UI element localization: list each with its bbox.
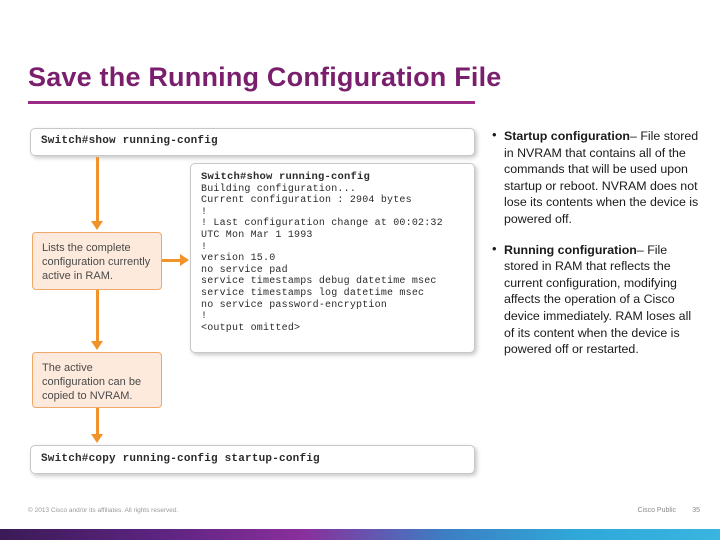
cli-output-line: ! <box>201 206 208 218</box>
cli-command-text: Switch#copy running-config startup-confi… <box>41 453 320 465</box>
arrow-head-callout1-to-output <box>180 254 189 266</box>
arrow-shaft-callout1-to-callout2 <box>96 290 99 341</box>
footer-label: Cisco Public <box>637 507 676 514</box>
bullet-dash: – <box>629 129 637 143</box>
cli-output-line: Building configuration... <box>201 183 357 195</box>
arrow-shaft-top-to-callout1 <box>96 157 99 221</box>
callout-copy-to-nvram: The active configuration can be copied t… <box>32 352 162 408</box>
cli-output-line: ! <box>201 241 208 253</box>
footer-copyright: © 2013 Cisco and/or its affiliates. All … <box>28 507 179 514</box>
cli-output-title: Switch#show running-config <box>201 171 371 183</box>
title-underline <box>28 101 475 104</box>
arrow-shaft-callout2-to-bottom <box>96 408 99 434</box>
cli-output-line: <output omitted> <box>201 322 301 334</box>
cli-command-box-copy-running-config: Switch#copy running-config startup-confi… <box>30 445 475 474</box>
bullet-term: Running configuration <box>504 242 637 257</box>
bullet-term: Startup configuration <box>504 129 630 143</box>
list-item: Startup configuration– File stored in NV… <box>490 127 704 228</box>
bullet-body: File stored in RAM that reflects the cur… <box>504 242 692 357</box>
bullet-dash: – <box>636 242 644 257</box>
cli-command-box-show-running-config: Switch#show running-config <box>30 128 475 156</box>
cli-output-line: no service password-encryption <box>201 299 388 311</box>
cli-output-line: service timestamps log datetime msec <box>201 287 425 299</box>
arrow-head-callout2-to-bottom <box>91 434 103 443</box>
cli-output-line: version 15.0 <box>201 253 276 265</box>
page-title: Save the Running Configuration File <box>28 62 502 92</box>
footer-gradient-bar <box>0 529 720 540</box>
cli-output-line: UTC Mon Mar 1 1993 <box>201 229 313 241</box>
cli-output-line: ! <box>201 311 208 323</box>
list-item: Running configuration– File stored in RA… <box>490 241 704 358</box>
cli-command-text: Switch#show running-config <box>41 135 218 147</box>
cli-output-line: ! Last configuration change at 00:02:32 <box>201 218 443 230</box>
cli-output-line: service timestamps debug datetime msec <box>201 276 437 288</box>
arrow-head-top-to-callout1 <box>91 221 103 230</box>
arrow-head-callout1-to-callout2 <box>91 341 103 350</box>
arrow-shaft-callout1-to-output <box>162 259 180 262</box>
bullet-list: Startup configuration– File stored in NV… <box>490 127 704 372</box>
bullet-body: File stored in NVRAM that contains all o… <box>504 129 699 226</box>
footer-page-number: 35 <box>692 507 700 514</box>
cli-output-line: Current configuration : 2904 bytes <box>201 195 412 207</box>
cli-output-panel: Switch#show running-config Building conf… <box>190 163 475 353</box>
callout-running-config: Lists the complete configuration current… <box>32 232 162 290</box>
cli-output-line: no service pad <box>201 264 288 276</box>
